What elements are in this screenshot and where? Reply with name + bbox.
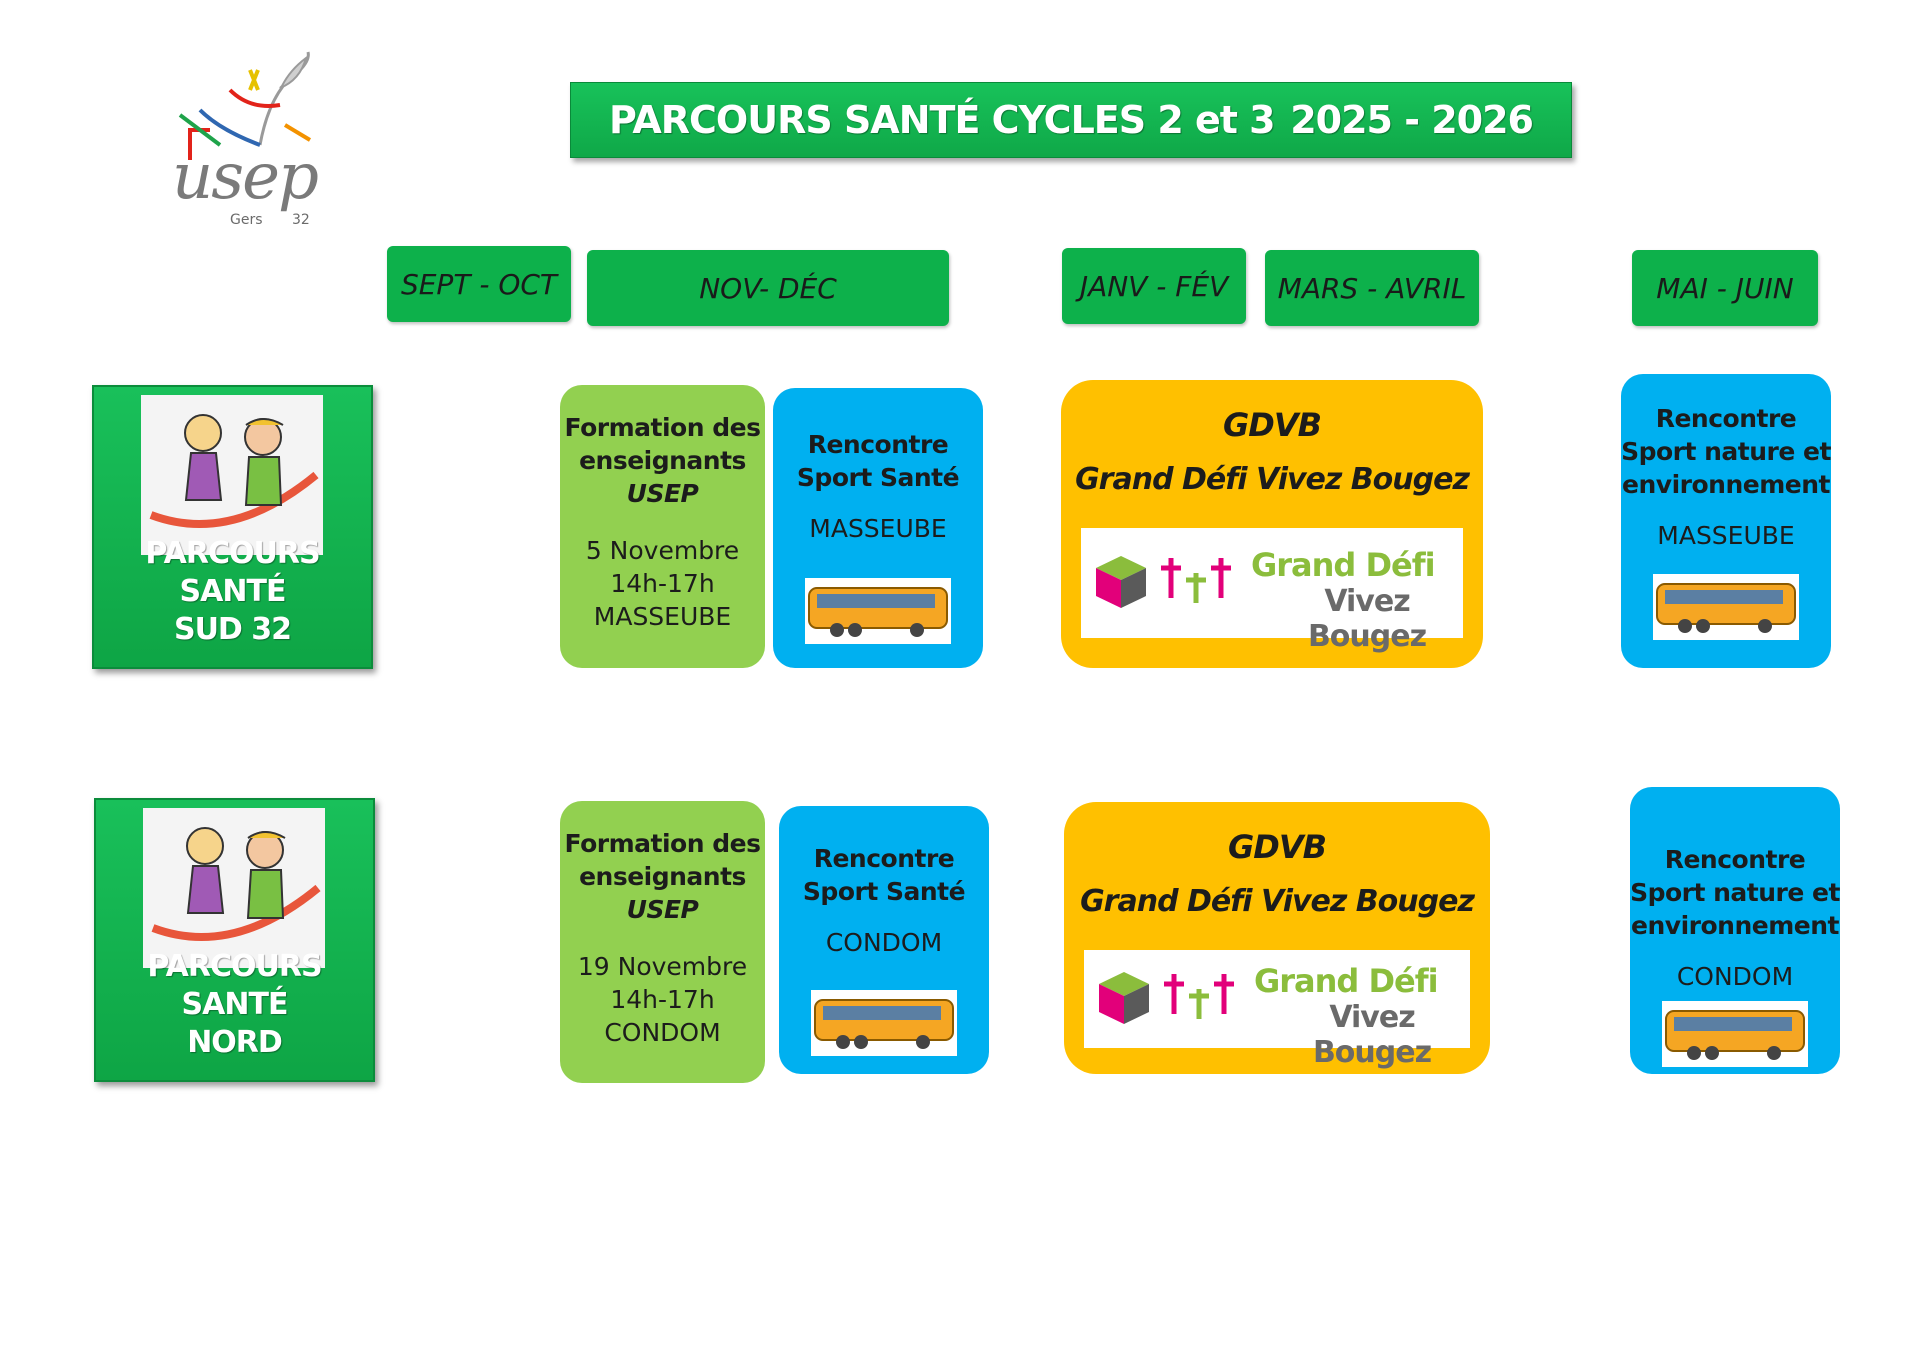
rencontre-line1: Rencontre (807, 430, 949, 459)
rencontre-place: MASSEUBE (809, 514, 947, 543)
rencontre-line2: Sport nature et (1630, 878, 1840, 907)
gdvb-subtitle: Grand Défi Vivez Bougez (1080, 884, 1475, 919)
formation-place: CONDOM (604, 1018, 721, 1047)
bus-image (811, 990, 957, 1056)
period-nov-dec: NOV- DÉC (587, 250, 949, 326)
period-label: NOV- DÉC (699, 271, 837, 305)
rencontre-line2: Sport nature et (1621, 437, 1831, 466)
formation-line3: USEP (626, 895, 699, 924)
formation-line3: USEP (626, 479, 699, 508)
row-label-sud: PARCOURS SANTÉ SUD 32 (92, 385, 373, 669)
row-label-text: PARCOURS SANTÉ SUD 32 (94, 535, 371, 649)
period-label: SEPT - OCT (400, 267, 558, 301)
formation-date: 19 Novembre (577, 952, 748, 981)
row-label-nord: PARCOURS SANTÉ NORD (94, 798, 375, 1082)
row-label-text: PARCOURS SANTÉ NORD (96, 948, 373, 1062)
school-year: 2025 - 2026 (1290, 98, 1534, 142)
page-title: PARCOURS SANTÉ CYCLES 2 et 3 (609, 98, 1276, 142)
children-running-icon (143, 808, 325, 968)
cube-jumpers-icon (1096, 556, 1231, 608)
children-running-illustration (141, 395, 323, 555)
formation-time: 14h-17h (610, 569, 715, 598)
logo-brand-text: usep (172, 140, 319, 214)
rencontre-line3: environnement (1631, 911, 1839, 940)
bus-image (1662, 1001, 1808, 1067)
rencontre-place: MASSEUBE (1657, 521, 1795, 550)
period-label: JANV - FÉV (1079, 269, 1229, 303)
gdvb-logo-banner: Grand Défi Vivez Bougez (1084, 950, 1470, 1070)
rencontre-line1: Rencontre (1655, 404, 1797, 433)
rencontre-place: CONDOM (825, 928, 943, 957)
gdvb-title: GDVB (1228, 828, 1327, 866)
period-label: MAI - JUIN (1656, 271, 1794, 305)
rencontre-nature-card-sud: Rencontre Sport nature et environnement … (1621, 374, 1831, 668)
rencontre-sport-sante-card-nord: Rencontre Sport Santé CONDOM (779, 806, 989, 1074)
period-sept-oct: SEPT - OCT (387, 246, 571, 322)
bus-icon (1656, 583, 1796, 633)
period-label: MARS - AVRIL (1277, 271, 1467, 305)
children-running-illustration (143, 808, 325, 968)
gdvb-logo-text1: Grand Défi (1251, 546, 1436, 584)
cube-jumpers-icon (1099, 972, 1234, 1024)
formation-line1: Formation des (564, 413, 761, 442)
rencontre-line2: Sport Santé (796, 463, 960, 492)
bus-image (805, 578, 951, 644)
gdvb-logo-text2: Vivez Bougez (1307, 584, 1427, 654)
formation-card-nord: Formation des enseignants USEP 19 Novemb… (560, 801, 765, 1083)
period-janv-fev: JANV - FÉV (1062, 248, 1246, 324)
formation-card-sud: Formation des enseignants USEP 5 Novembr… (560, 385, 765, 668)
rencontre-line2: Sport Santé (802, 877, 966, 906)
gdvb-logo-text2: Vivez Bougez (1312, 1000, 1432, 1070)
rencontre-nature-card-nord: Rencontre Sport nature et environnement … (1630, 787, 1840, 1074)
gdvb-card-nord: GDVB Grand Défi Vivez Bougez Grand Défi … (1064, 802, 1490, 1074)
period-mars-avril: MARS - AVRIL (1265, 250, 1479, 326)
logo-number-text: 32 (292, 212, 310, 228)
formation-date: 5 Novembre (585, 536, 740, 565)
formation-place: MASSEUBE (593, 602, 732, 631)
logo-region-text: Gers (230, 212, 263, 228)
formation-line2: enseignants (579, 862, 746, 891)
period-mai-juin: MAI - JUIN (1632, 250, 1818, 326)
rencontre-sport-sante-card-sud: Rencontre Sport Santé MASSEUBE (773, 388, 983, 668)
page-title-banner: PARCOURS SANTÉ CYCLES 2 et 3 2025 - 2026 (570, 82, 1572, 158)
row-label-line2: SUD 32 (173, 612, 292, 647)
row-label-line1: PARCOURS SANTÉ (145, 536, 320, 609)
gdvb-title: GDVB (1223, 406, 1322, 444)
rencontre-line3: environnement (1622, 470, 1830, 499)
children-running-icon (141, 395, 323, 555)
gdvb-subtitle: Grand Défi Vivez Bougez (1075, 462, 1470, 497)
bus-image (1653, 574, 1799, 640)
formation-line2: enseignants (579, 446, 746, 475)
gdvb-logo-banner: Grand Défi Vivez Bougez (1081, 528, 1463, 654)
formation-time: 14h-17h (610, 985, 715, 1014)
gdvb-card-sud: GDVB Grand Défi Vivez Bougez Grand Défi … (1061, 380, 1483, 668)
row-label-line2: NORD (187, 1025, 283, 1060)
rencontre-line1: Rencontre (1664, 845, 1806, 874)
usep-logo: usep Gers 32 (160, 50, 340, 235)
formation-line1: Formation des (564, 829, 761, 858)
bus-icon (808, 587, 948, 637)
bus-icon (1665, 1010, 1805, 1060)
bus-icon (814, 999, 954, 1049)
rencontre-place: CONDOM (1676, 962, 1794, 991)
row-label-line1: PARCOURS SANTÉ (147, 949, 322, 1022)
gdvb-logo-text1: Grand Défi (1254, 962, 1439, 1000)
fish-runner-icon (178, 51, 312, 160)
rencontre-line1: Rencontre (813, 844, 955, 873)
